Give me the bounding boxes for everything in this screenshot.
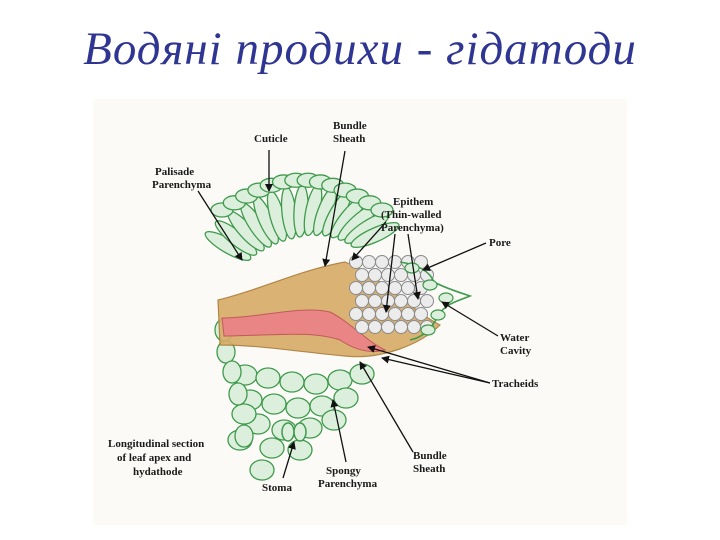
spongy-cell bbox=[349, 363, 375, 385]
epithem-cell bbox=[394, 294, 408, 308]
tip-cell bbox=[404, 262, 420, 274]
pointer-arrows bbox=[197, 150, 499, 479]
tracheid-strand bbox=[221, 309, 387, 353]
epithem-cell bbox=[381, 268, 395, 282]
epithem-cell bbox=[381, 320, 395, 334]
label-caption: Longitudinal section of leaf apex and hy… bbox=[108, 438, 207, 478]
spongy-cell bbox=[321, 409, 347, 431]
tip-cell bbox=[420, 324, 436, 336]
arrow-bundle-sheath-top bbox=[322, 150, 346, 267]
epithem-cell bbox=[407, 320, 421, 334]
arrow-water-cavity bbox=[441, 301, 499, 337]
epithem-cell bbox=[355, 320, 369, 334]
label-stoma: Stoma bbox=[262, 482, 292, 494]
label-epithem: Epithem (Thin-walled Parenchyma) bbox=[381, 196, 444, 234]
spongy-cell bbox=[259, 437, 285, 459]
spongy-cell bbox=[249, 459, 275, 481]
label-tracheids: Tracheids bbox=[492, 378, 539, 390]
epithem-cell bbox=[362, 255, 376, 269]
arrow-spongy bbox=[330, 399, 347, 463]
label-cuticle: Cuticle bbox=[254, 133, 288, 145]
epithem-cell bbox=[388, 255, 402, 269]
epithem-cell bbox=[355, 268, 369, 282]
arrow-pore bbox=[422, 242, 487, 271]
spongy-cell bbox=[255, 367, 281, 389]
epithem-cell bbox=[407, 294, 421, 308]
arrow-stoma bbox=[282, 441, 296, 479]
arrow-epithem-1 bbox=[351, 221, 387, 261]
tip-cell bbox=[438, 292, 454, 304]
epithem-cell bbox=[349, 281, 363, 295]
spongy-cell bbox=[231, 403, 257, 425]
epithem-cell bbox=[349, 255, 363, 269]
epithem-cell bbox=[362, 307, 376, 321]
epithem-cell bbox=[401, 307, 415, 321]
label-water-cavity: Water Cavity bbox=[500, 332, 532, 357]
epithem-cell bbox=[355, 294, 369, 308]
leaf-tip-pore bbox=[399, 261, 473, 341]
epithem-cell bbox=[368, 268, 382, 282]
epidermis-cell bbox=[234, 424, 254, 448]
arrow-tracheids-2 bbox=[367, 345, 491, 384]
epithem-cell bbox=[349, 307, 363, 321]
arrow-palisade bbox=[197, 190, 243, 261]
epithem-cell bbox=[414, 307, 428, 321]
palisade-parenchyma bbox=[204, 172, 400, 261]
epidermis-cell bbox=[228, 382, 248, 406]
spongy-cell bbox=[261, 393, 287, 415]
epithem-cell bbox=[401, 281, 415, 295]
label-bundle-sheath-top: Bundle Sheath bbox=[333, 120, 369, 145]
tracheids bbox=[221, 309, 387, 353]
spongy-cell bbox=[303, 373, 329, 395]
spongy-cell bbox=[327, 369, 353, 391]
stoma bbox=[281, 422, 307, 442]
spongy-parenchyma bbox=[214, 318, 375, 481]
epithem-cell bbox=[420, 294, 434, 308]
epithem-cell bbox=[375, 281, 389, 295]
epithem-cell bbox=[394, 320, 408, 334]
arrow-epithem-2 bbox=[382, 233, 396, 313]
arrow-epithem-3 bbox=[407, 233, 421, 300]
epidermis-cell bbox=[370, 202, 394, 218]
spongy-cell bbox=[279, 371, 305, 393]
epithem-cell bbox=[375, 255, 389, 269]
guard-cell bbox=[293, 422, 307, 442]
epithem-cell bbox=[388, 281, 402, 295]
slide-title: Водяні продихи - гідатоди bbox=[83, 23, 637, 75]
label-bundle-sheath-bottom: Bundle Sheath bbox=[413, 450, 449, 475]
epithem-cell bbox=[362, 281, 376, 295]
epidermis-cell bbox=[222, 360, 242, 384]
label-palisade-parenchyma: Palisade Parenchyma bbox=[152, 166, 212, 191]
epithem-cell bbox=[368, 320, 382, 334]
tip-cell bbox=[430, 309, 446, 321]
label-pore: Pore bbox=[489, 237, 511, 249]
epithem-cell bbox=[368, 294, 382, 308]
label-spongy-parenchyma: Spongy Parenchyma bbox=[318, 465, 378, 490]
guard-cell bbox=[281, 422, 295, 442]
epithem-cell bbox=[388, 307, 402, 321]
spongy-cell bbox=[285, 397, 311, 419]
spongy-cell bbox=[333, 387, 359, 409]
tip-cell bbox=[422, 279, 438, 291]
arrow-tracheids-1 bbox=[381, 355, 491, 384]
arrow-bundle-sheath-bottom bbox=[359, 361, 414, 453]
